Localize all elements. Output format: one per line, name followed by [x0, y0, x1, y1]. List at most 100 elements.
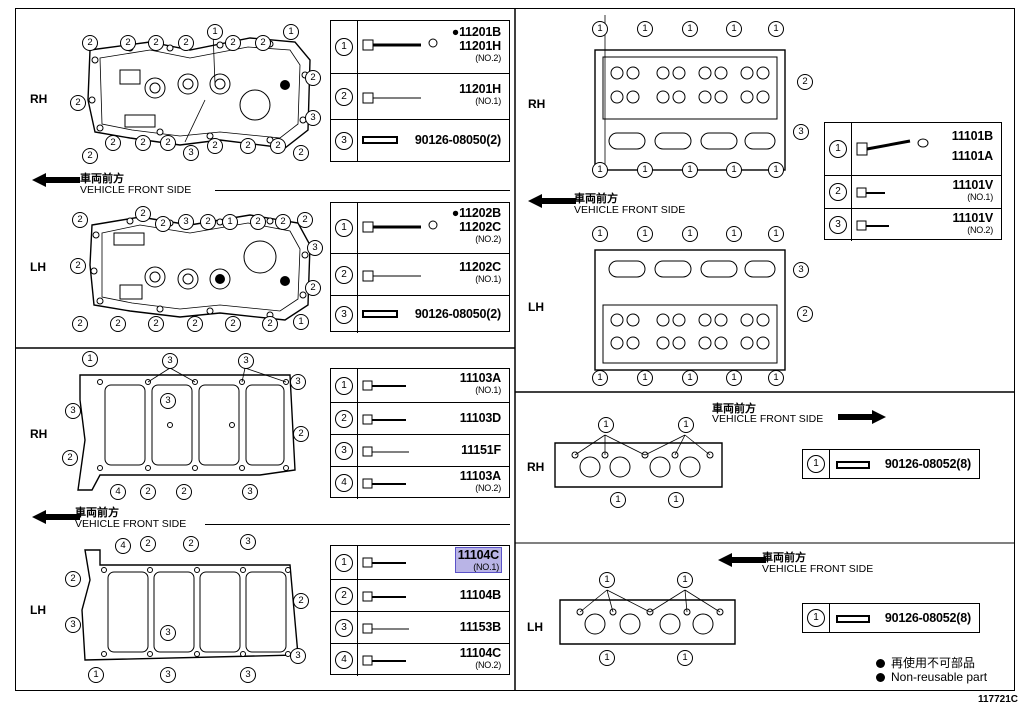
part-number-2: 11201H [459, 39, 501, 53]
callout: 3 [793, 262, 809, 278]
part-number: ●11202B [451, 206, 501, 220]
callout: 2 [240, 138, 256, 154]
callout: 1 [677, 650, 693, 666]
callout: 2 [178, 35, 194, 51]
callout: 2 [120, 35, 136, 51]
parts-table-side-rh[interactable]: 1 90126-08052(8) [802, 449, 980, 479]
table-row[interactable]: 2 11202C(NO.1) [331, 253, 509, 295]
part-number: 90126-08052(8) [884, 611, 971, 625]
part-number: 11202C [459, 260, 501, 274]
callout: 3 [160, 625, 176, 641]
callout: 3 [65, 403, 81, 419]
highlighted-part[interactable]: 11104C(NO.1) [454, 547, 503, 573]
callout: 2 [110, 316, 126, 332]
direction-jp: 車両前方 [75, 507, 119, 519]
callout: 2 [297, 212, 313, 228]
callout: 2 [140, 484, 156, 500]
table-row[interactable]: 4 11103A(NO.2) [331, 466, 509, 499]
part-number-2: 11202C [459, 220, 501, 234]
callout: 1 [637, 226, 653, 242]
table-row[interactable]: 3 11153B [331, 611, 509, 643]
table-row[interactable]: 3 90126-08050(2) [331, 295, 509, 333]
callout: 2 [70, 95, 86, 111]
table-row[interactable]: 1 11104C(NO.1) [331, 546, 509, 579]
direction-line [205, 524, 510, 525]
callout: 1 [592, 21, 608, 37]
table-row[interactable]: 3 11101V(NO.2) [825, 208, 1001, 241]
table-row[interactable]: 2 11201H(NO.1) [331, 73, 509, 119]
callout: 2 [140, 536, 156, 552]
part-note: (NO.1) [967, 192, 993, 202]
callout: 1 [677, 572, 693, 588]
bolt-icon [362, 478, 406, 489]
table-row[interactable]: 4 11104C(NO.2) [331, 643, 509, 676]
table-row[interactable]: 1 11103A(NO.1) [331, 369, 509, 402]
table-row[interactable]: 3 11151F [331, 434, 509, 466]
bolt-icon [362, 623, 409, 634]
part-number: 11151F [461, 443, 501, 457]
callout: 1 [592, 162, 608, 178]
row-index: 3 [335, 131, 353, 150]
part-number: 11103A [459, 469, 501, 483]
row-index: 1 [807, 609, 825, 627]
front-arrow-icon [32, 173, 80, 187]
row-index: 2 [335, 265, 353, 284]
part-number: 11101V [952, 211, 993, 225]
callout: 2 [72, 212, 88, 228]
callout: 3 [793, 124, 809, 140]
side-label-rh: RH [528, 97, 546, 111]
part-number-2: 11101A [951, 149, 993, 163]
bolt-icon [362, 92, 421, 104]
callout: 1 [283, 24, 299, 40]
part-note: (NO.2) [475, 53, 501, 63]
direction-line [215, 190, 510, 191]
callout: 2 [293, 145, 309, 161]
non-reusable-dot-icon [876, 673, 885, 683]
row-index: 3 [335, 305, 353, 324]
direction-en: VEHICLE FRONT SIDE [762, 563, 874, 575]
part-number: 11104C [457, 548, 499, 562]
callout: 1 [207, 24, 223, 40]
callout: 2 [305, 70, 321, 86]
table-row[interactable]: 2 11103D [331, 402, 509, 434]
callout: 1 [768, 226, 784, 242]
direction-en: VEHICLE FRONT SIDE [574, 204, 686, 216]
direction-jp: 車両前方 [712, 403, 756, 415]
parts-table-side-lh[interactable]: 1 90126-08052(8) [802, 603, 980, 633]
part-number: ●11201B [451, 25, 501, 39]
callout: 2 [183, 536, 199, 552]
callout: 3 [242, 484, 258, 500]
front-arrow-icon [32, 510, 80, 524]
part-number: 11153B [459, 620, 501, 634]
figure-id: 117721C [977, 694, 1018, 705]
callout: 1 [592, 370, 608, 386]
bolt-icon [362, 414, 406, 425]
part-number: 11101V [952, 178, 993, 192]
table-row[interactable]: 2 11101V(NO.1) [825, 175, 1001, 208]
callout: 3 [290, 648, 306, 664]
callout: 2 [176, 484, 192, 500]
callout: 1 [293, 314, 309, 330]
side-label-rh: RH [30, 92, 48, 106]
callout: 2 [160, 135, 176, 151]
callout: 1 [682, 370, 698, 386]
bolt-icon [362, 380, 406, 391]
table-row[interactable]: 3 90126-08050(2) [331, 119, 509, 161]
callout: 3 [305, 110, 321, 126]
row-index: 2 [335, 586, 353, 605]
row-index: 2 [335, 409, 353, 428]
callout: 3 [238, 353, 254, 369]
callout: 4 [110, 484, 126, 500]
callout: 2 [225, 316, 241, 332]
bolt-icon [856, 220, 889, 231]
table-row[interactable]: 2 11104B [331, 579, 509, 611]
row-index: 1 [807, 455, 825, 473]
row-index: 1 [335, 219, 353, 237]
callout: 3 [183, 145, 199, 161]
direction-en: VEHICLE FRONT SIDE [75, 518, 187, 530]
row-index: 2 [335, 87, 353, 106]
